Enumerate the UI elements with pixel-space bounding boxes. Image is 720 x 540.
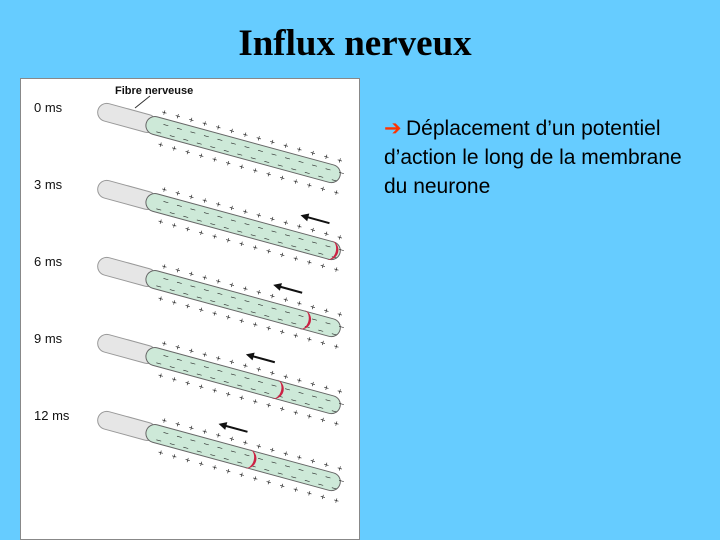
fibre-caption: Fibre nerveuse [115, 85, 193, 97]
time-label: 3 ms [34, 177, 63, 192]
time-label: 9 ms [34, 331, 63, 346]
right-arrow-icon: ➔ [384, 114, 406, 143]
time-label: 6 ms [34, 254, 63, 269]
time-label: 12 ms [34, 408, 70, 423]
bullet-point: ➔Déplacement d’un potentiel d’action le … [384, 114, 704, 201]
nerve-fiber-diagram: Fibre nerveuse 0 ms+––++––++––++––++––++… [20, 78, 360, 540]
bullet-text: Déplacement d’un potentiel d’action le l… [384, 117, 682, 198]
time-label: 0 ms [34, 100, 63, 115]
slide-title: Influx nerveux [0, 22, 710, 65]
nerve-fiber-figure: Fibre nerveuse 0 ms+––++––++––++––++––++… [20, 78, 360, 540]
